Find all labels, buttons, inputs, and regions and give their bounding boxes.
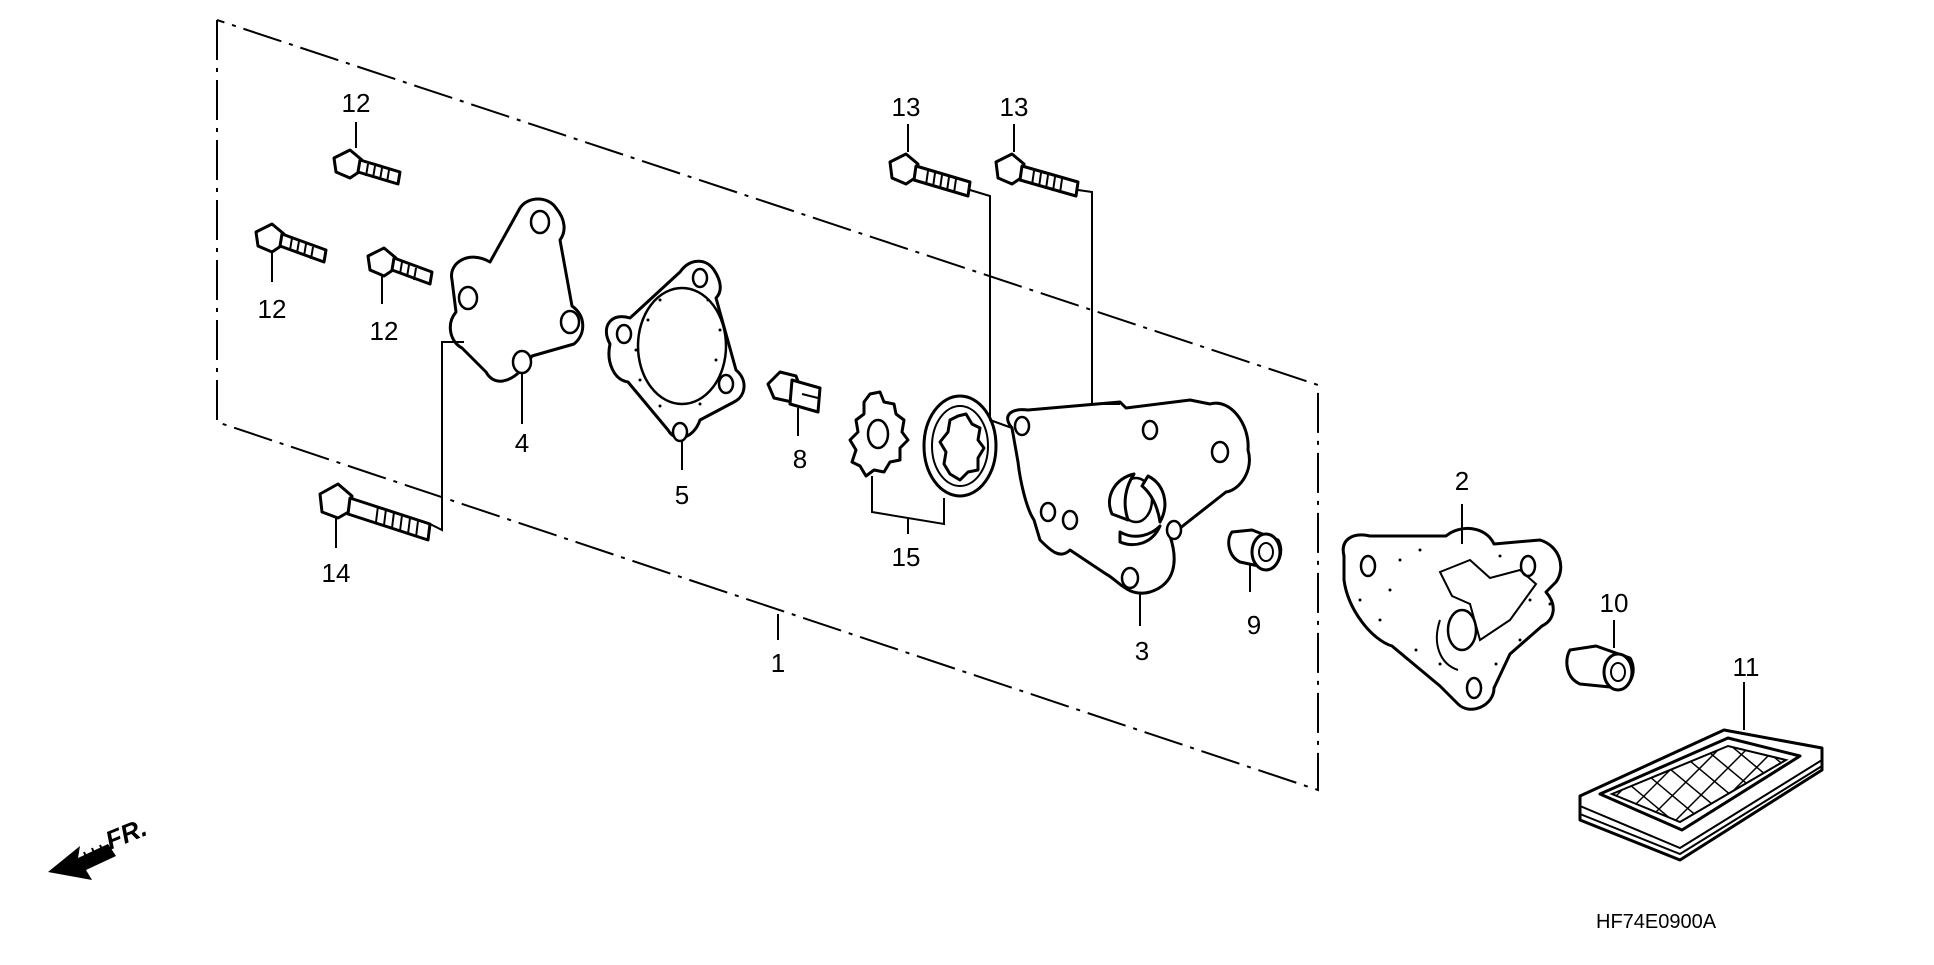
bolt-13-left[interactable] (888, 152, 972, 198)
inner-rotor-15[interactable] (848, 390, 910, 478)
pump-body-3[interactable] (1006, 398, 1251, 595)
leader-lines (271, 122, 1745, 730)
callout-1: 1 (771, 648, 785, 678)
callout-13-right: 13 (1000, 92, 1029, 122)
callout-9: 9 (1247, 610, 1261, 640)
outer-rotor-15[interactable] (922, 394, 998, 498)
assembly-boundary (216, 19, 1319, 792)
callout-4: 4 (515, 428, 529, 458)
callout-10: 10 (1600, 588, 1629, 618)
bolt-14[interactable] (318, 482, 432, 542)
dowel-10[interactable] (1565, 644, 1635, 692)
plate-gasket-2[interactable] (1341, 526, 1563, 711)
pin-8[interactable] (766, 370, 822, 414)
bolt-13-right[interactable] (994, 152, 1080, 198)
callout-2: 2 (1455, 466, 1469, 496)
dowel-9[interactable] (1227, 528, 1283, 572)
front-direction-arrow (48, 844, 116, 880)
callout-12-middle: 12 (370, 316, 399, 346)
bolt-12-top[interactable] (332, 148, 402, 186)
oil-strainer-11[interactable] (1560, 704, 1840, 880)
callout-3: 3 (1135, 636, 1149, 666)
pump-cover-4[interactable] (448, 197, 585, 383)
diagram-code: HF74E0900A (1596, 911, 1717, 933)
gasket-5[interactable] (604, 259, 746, 443)
callout-12-top: 12 (342, 88, 371, 118)
callout-12-left: 12 (258, 294, 287, 324)
callout-13-left: 13 (892, 92, 921, 122)
bolt-12-left[interactable] (254, 222, 328, 264)
bolt-12-middle[interactable] (366, 246, 434, 286)
callout-15: 15 (892, 542, 921, 572)
callout-8: 8 (793, 444, 807, 474)
callout-11: 11 (1733, 652, 1760, 682)
callout-14: 14 (322, 558, 351, 588)
callout-5: 5 (675, 480, 689, 510)
